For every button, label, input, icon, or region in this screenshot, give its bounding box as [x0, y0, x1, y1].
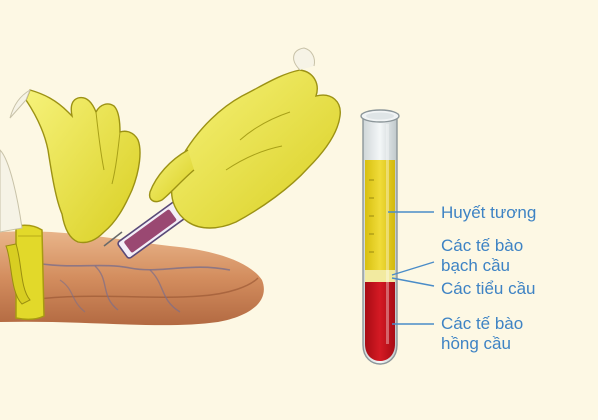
white-cells-label-line2: bạch cầu	[441, 256, 510, 276]
left-gloved-hand	[10, 90, 140, 243]
test-tube	[361, 110, 399, 364]
plasma-layer	[365, 160, 395, 270]
red-cell-layer	[365, 282, 395, 361]
red-cells-label-line2: hồng cầu	[441, 334, 511, 354]
plasma-label: Huyết tương	[441, 203, 536, 223]
right-gloved-hand	[150, 48, 341, 228]
white-cells-label-line1: Các tế bào	[441, 236, 523, 256]
red-cells-label-line1: Các tế bào	[441, 314, 523, 334]
platelets-leader	[392, 278, 434, 286]
white-cells-leader	[392, 262, 434, 275]
buffy-coat-layer	[365, 270, 395, 282]
platelets-label: Các tiểu cầu	[441, 279, 536, 299]
